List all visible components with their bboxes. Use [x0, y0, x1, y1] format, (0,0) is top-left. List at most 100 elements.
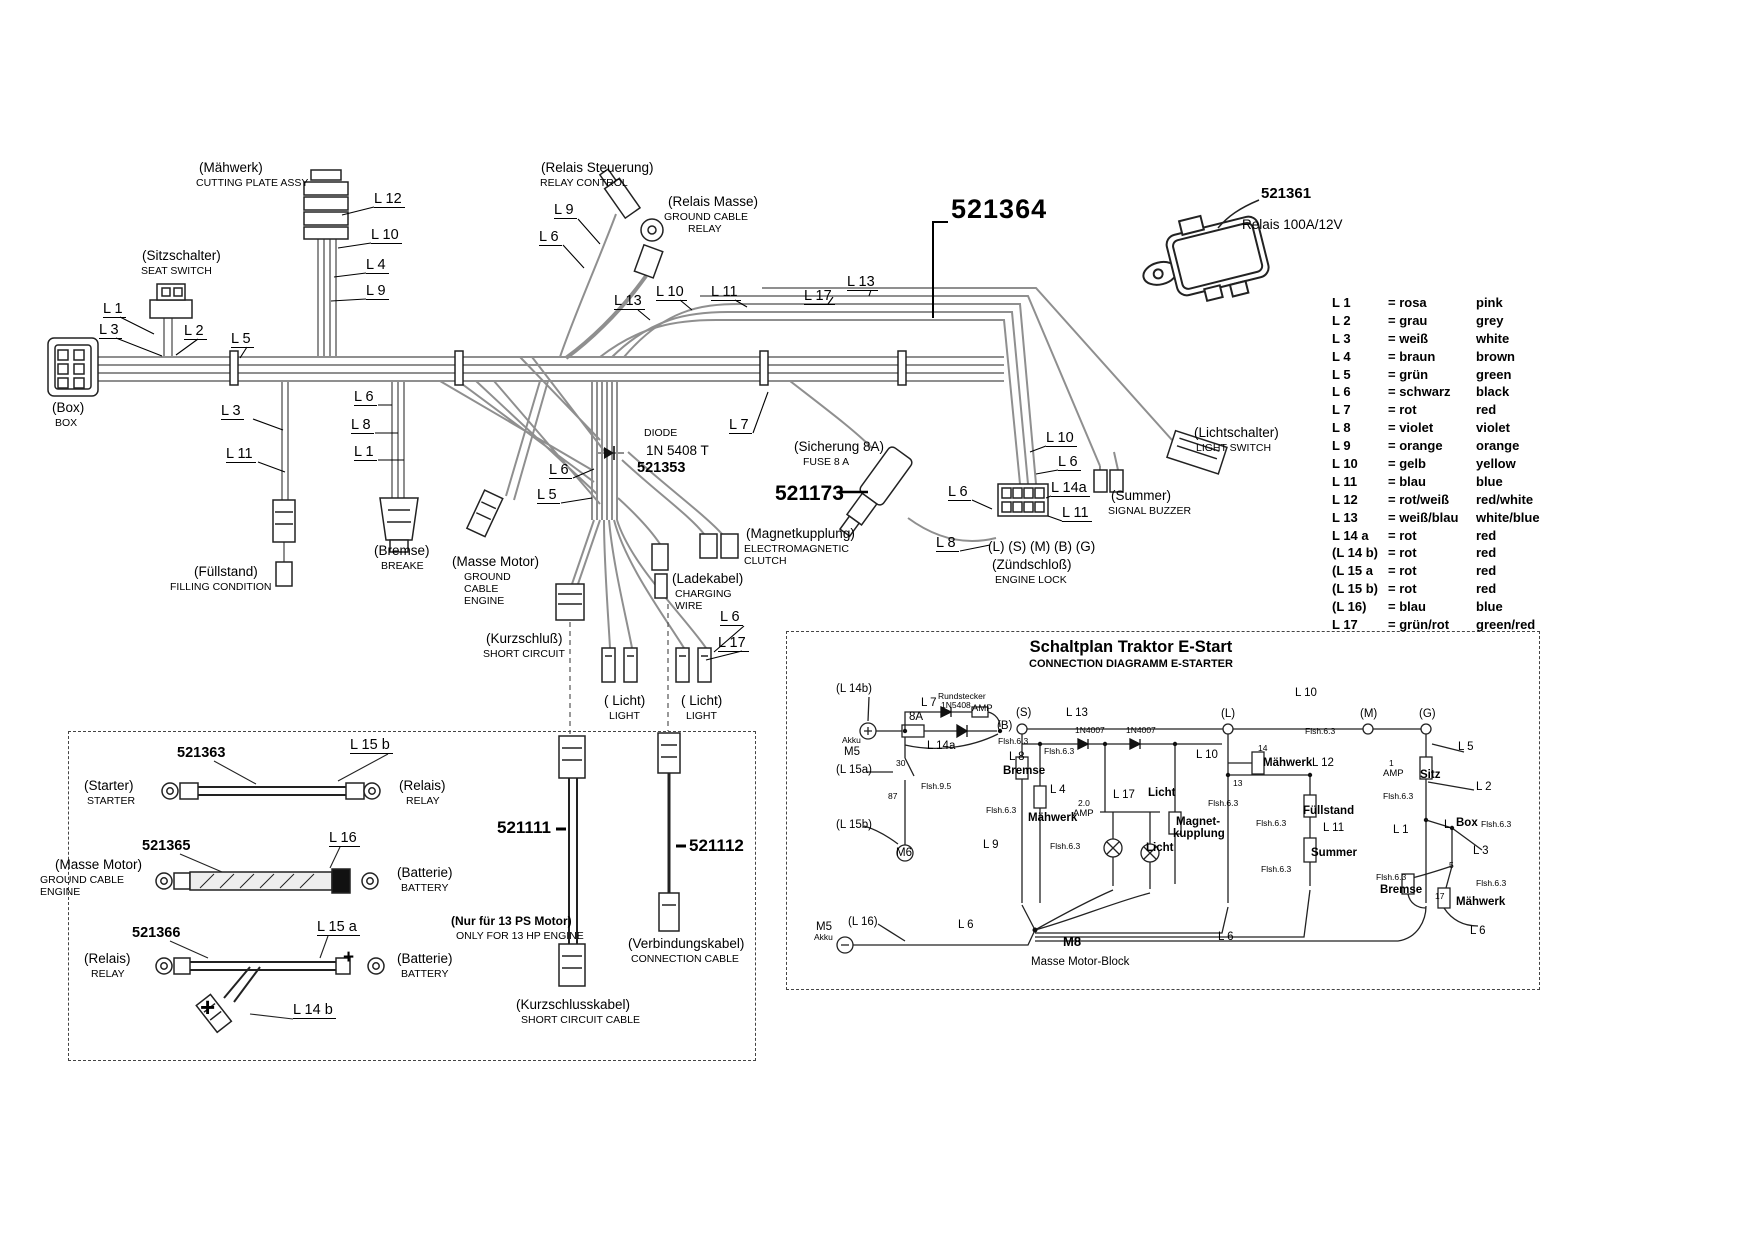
label-l-11: L 11 [1323, 822, 1345, 834]
part-521111: 521111 [497, 818, 551, 837]
caption-relay-ground-en1: GROUND CABLE [664, 211, 749, 223]
label-l-9: L 9 [554, 202, 577, 220]
label-magnet: Magnet- [1176, 816, 1221, 828]
caption-brake-en: BREAKE [381, 560, 424, 572]
label-l-3: L 3 [1473, 845, 1489, 857]
legend-code: (L 15 b) [1332, 581, 1378, 597]
label-flsh-6-3: Flsh.6.3 [998, 736, 1029, 746]
label-87: 87 [888, 791, 898, 801]
caption-brake-de: (Bremse) [374, 543, 430, 558]
legend-code: L 5 [1332, 366, 1351, 382]
label-13: 13 [1233, 778, 1243, 788]
schematic-diodes [940, 705, 1142, 751]
caption-relay2-de: (Relais) [84, 951, 131, 966]
caption-connection-cable-en: CONNECTION CABLE [631, 953, 739, 965]
label-1n4007: 1N4007 [1126, 725, 1156, 735]
label-l-15-b: L 15 b [350, 737, 393, 755]
legend-code: L 10 [1332, 456, 1358, 472]
legend-de: = gelb [1388, 456, 1426, 472]
label-l-12: L 12 [374, 191, 405, 209]
caption-battery2-de: (Batterie) [397, 951, 453, 966]
label-flsh-6-3: Flsh.6.3 [1208, 798, 1239, 808]
label-17: 17 [1435, 891, 1445, 901]
legend-code: L 6 [1332, 384, 1351, 400]
diode-type: 1N 5408 T [646, 443, 709, 458]
legend-en: pink [1476, 295, 1503, 310]
label-l-6: L 6 [1058, 454, 1081, 472]
note-13ps-de: (Nur für 13 PS Motor) [451, 914, 572, 928]
label-l-7: L 7 [729, 417, 752, 435]
legend-en: red [1476, 402, 1497, 418]
label-flsh-6-3: Flsh.6.3 [1050, 841, 1081, 851]
legend-en: green/red [1476, 617, 1536, 633]
label-flsh-6-3: Flsh.6.3 [1481, 819, 1512, 829]
legend-de: = rot [1388, 402, 1417, 418]
label-l-4: L 4 [1050, 784, 1066, 796]
caption-short-cable-de: (Kurzschlusskabel) [516, 997, 631, 1012]
part-521361: 521361 [1261, 185, 1312, 202]
caption-cutting-plate-de: (Mähwerk) [199, 160, 263, 175]
caption-relay1-en: RELAY [406, 795, 440, 807]
legend-de: = blau [1388, 473, 1426, 489]
caption-ignition-de: (Zündschloß) [992, 557, 1072, 572]
caption-box-en: BOX [55, 417, 78, 429]
label-l-9: L 9 [366, 283, 389, 301]
label-l-7: L 7 [921, 697, 937, 709]
label-30: 30 [896, 758, 906, 768]
label-l-11: L 11 [1062, 505, 1092, 523]
caption-ground-engine-de: (Masse Motor) [452, 554, 540, 569]
label-l-8: L 8 [936, 535, 959, 553]
label-bremse: Bremse [1380, 884, 1423, 896]
legend-en: violet [1476, 420, 1510, 436]
label-l-11: L 11 [226, 446, 256, 464]
caption-charging-de: (Ladekabel) [672, 571, 744, 586]
label-l-15a: (L 15a) [836, 764, 873, 776]
legend-en: blue [1476, 599, 1503, 615]
legend-en: orange [1476, 438, 1520, 454]
label-l-1: L 1 [103, 301, 126, 319]
caption-ground-engine2-en: GROUND CABLE ENGINE [40, 874, 125, 898]
label-l-1: L 1 [354, 444, 377, 462]
diode-label: DIODE [644, 427, 678, 439]
legend-code: L 9 [1332, 438, 1351, 454]
caption-starter-de: (Starter) [84, 778, 134, 793]
label-akku: Akku [842, 735, 861, 745]
schematic-artwork [836, 696, 1483, 954]
label-akku: Akku [814, 932, 833, 942]
label-l-16: L 16 [329, 830, 360, 848]
dashed-continuations [569, 604, 669, 734]
legend-en: red [1476, 545, 1497, 561]
caption-short-circuit-de: (Kurzschluß) [486, 631, 563, 646]
cable-illustrations [155, 732, 686, 1034]
label-l: L [1444, 819, 1451, 831]
caption-starter-en: STARTER [87, 795, 136, 807]
label-l-6: L 6 [1470, 925, 1486, 937]
legend-en: yellow [1476, 456, 1516, 472]
label-8a: 8A [909, 711, 924, 723]
legend-de: = grün [1388, 366, 1429, 382]
label-g: (G) [1419, 708, 1436, 720]
label-l-14a: L 14a [927, 740, 956, 752]
relay-521361-illustration [1142, 214, 1270, 303]
ignition-terminals: (L) (S) (M) (B) (G) [988, 539, 1096, 554]
caption-light-switch-en: LIGHT SWITCH [1196, 442, 1272, 454]
label-l-10: L 10 [656, 284, 687, 302]
caption-relay-ground-en2: RELAY [688, 223, 722, 235]
label-l-11: L 11 [711, 284, 741, 302]
caption-relay-control-en: RELAY CONTROL [540, 177, 628, 189]
schematic-title: Schaltplan Traktor E-Start [1029, 638, 1233, 656]
label-l-6: L 6 [549, 462, 572, 480]
label-rundstecker: Rundstecker [938, 691, 986, 701]
label-l-2: L 2 [1476, 781, 1492, 793]
caption-short-cable-en: SHORT CIRCUIT CABLE [521, 1014, 641, 1026]
caption-light2-de: ( Licht) [681, 693, 723, 708]
relay-spec: Relais 100A/12V [1242, 217, 1343, 232]
legend-code: L 8 [1332, 420, 1351, 436]
legend-de: = grün/rot [1388, 617, 1450, 633]
